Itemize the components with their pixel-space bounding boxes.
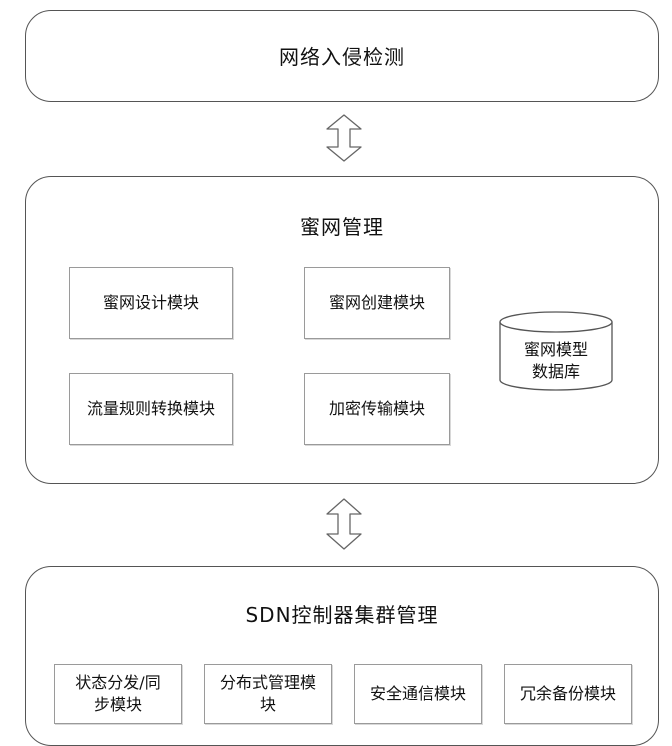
module-label-line2: 步模块 <box>93 695 142 714</box>
module-label-line1: 状态分发/同 <box>75 673 161 693</box>
module-honeynet-creation: 蜜网创建模块 <box>304 267 450 339</box>
double-arrow-icon <box>326 498 362 550</box>
database-cylinder-icon <box>499 311 613 391</box>
module-secure-communication: 安全通信模块 <box>354 664 482 724</box>
module-distributed-management: 分布式管理模 块 <box>204 664 332 724</box>
panel-title-honeynet-management: 蜜网管理 <box>300 215 384 239</box>
panel-intrusion-detection: 网络入侵检测 <box>25 10 659 102</box>
module-label-line1: 分布式管理模 <box>219 673 316 693</box>
panel-honeynet-management: 蜜网管理 蜜网设计模块 蜜网创建模块 流量规则转换模块 加密传输模块 蜜网模型 … <box>25 176 659 484</box>
module-traffic-rule-conversion: 流量规则转换模块 <box>69 373 233 445</box>
module-label: 蜜网设计模块 <box>102 293 199 313</box>
module-state-distribution-sync: 状态分发/同 步模块 <box>54 664 182 724</box>
module-label: 蜜网创建模块 <box>328 293 425 313</box>
module-redundant-backup: 冗余备份模块 <box>504 664 632 724</box>
module-honeynet-design: 蜜网设计模块 <box>69 267 233 339</box>
module-label-line1: 安全通信模块 <box>369 684 466 704</box>
panel-title-intrusion-detection: 网络入侵检测 <box>279 45 405 69</box>
database-label-line2: 数据库 <box>531 362 580 381</box>
module-encrypted-transmission: 加密传输模块 <box>304 373 450 445</box>
module-label-line2: 块 <box>259 695 276 714</box>
double-arrow-icon <box>326 114 362 162</box>
module-label: 流量规则转换模块 <box>86 399 215 419</box>
module-label-line1: 冗余备份模块 <box>519 684 616 704</box>
honeynet-model-database: 蜜网模型 数据库 <box>498 311 614 393</box>
module-label: 加密传输模块 <box>328 399 425 419</box>
database-label-line1: 蜜网模型 <box>523 340 588 359</box>
panel-sdn-controller-cluster: SDN控制器集群管理 状态分发/同 步模块 分布式管理模 块 安全通信模块 冗余… <box>25 566 659 746</box>
panel-title-sdn-controller-cluster: SDN控制器集群管理 <box>245 603 439 627</box>
